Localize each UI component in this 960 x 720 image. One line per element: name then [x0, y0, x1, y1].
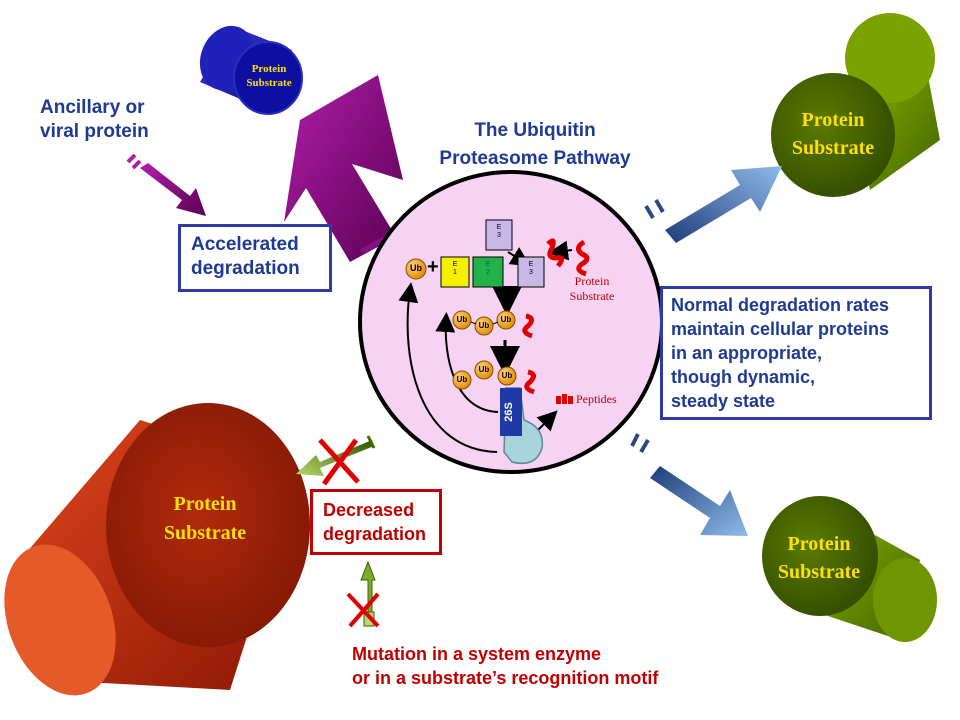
cell-substrate-line1: Protein: [574, 274, 610, 288]
e3-top-line2: 3: [497, 232, 501, 239]
mutation-label: Mutation in a system enzyme or in a subs…: [352, 642, 658, 690]
e2-label: E 2: [473, 261, 503, 277]
ancillary-arrow: [126, 153, 206, 216]
e1-line2: 1: [453, 269, 457, 276]
green-bottom-substrate-label: Protein Substrate: [756, 530, 882, 586]
green-substrate-cylinder-bottom: [762, 496, 937, 642]
green-substrate-cylinder-top: [771, 13, 940, 197]
red-substrate-label: Protein Substrate: [140, 490, 270, 548]
normal-line4: though dynamic,: [671, 367, 815, 387]
peptides-label: Peptides: [576, 392, 617, 406]
cell-substrate-line2: Substrate: [569, 289, 615, 303]
ancillary-line1: Ancillary or: [40, 97, 145, 118]
decreased-line1: Decreased: [323, 500, 415, 520]
ub-label: Ub: [478, 365, 490, 374]
e2-line1: E: [485, 261, 491, 268]
green-top-substrate-label: Protein Substrate: [770, 106, 896, 162]
ub-label: Ub: [478, 321, 490, 330]
blue-arrow-down-right: [630, 433, 748, 536]
proteasome-label: 26S: [503, 402, 515, 422]
green-top-line1: Protein: [801, 109, 865, 131]
pathway-title-line2: Proteasome Pathway: [439, 148, 631, 169]
pathway-title-line1: The Ubiquitin: [474, 120, 596, 141]
ancillary-label: Ancillary or viral protein: [40, 96, 149, 144]
ub-label: Ub: [456, 375, 468, 384]
e1-label: E 1: [441, 261, 469, 277]
e3-right-label: E 3: [518, 261, 544, 277]
ub-label: Ub: [410, 263, 422, 273]
green-top-line2: Substrate: [791, 137, 875, 159]
blue-substrate-line2: Substrate: [246, 77, 292, 89]
green-bottom-line1: Protein: [787, 533, 851, 555]
blue-substrate-line1: Protein: [251, 63, 287, 75]
plus-sign: +: [427, 256, 439, 278]
e3-top-line1: E: [496, 224, 502, 231]
red-line1: Protein: [173, 493, 237, 515]
e3-top-label: E 3: [486, 224, 512, 240]
e3-right-line2: 3: [529, 269, 533, 276]
blue-substrate-label: Protein Substrate: [238, 62, 300, 90]
normal-line5: steady state: [671, 391, 776, 411]
accelerated-line1: Accelerated: [191, 234, 299, 255]
normal-degradation-box: Normal degradation rates maintain cellul…: [660, 286, 932, 420]
blue-substrate-cylinder: [199, 25, 303, 115]
x-mark-icon: [318, 438, 360, 486]
normal-line2: maintain cellular proteins: [671, 319, 890, 339]
red-line2: Substrate: [163, 522, 247, 544]
ub-label: Ub: [456, 315, 468, 324]
pathway-title: The Ubiquitin Proteasome Pathway: [400, 117, 670, 173]
red-substrate-cylinder: [4, 403, 310, 696]
ancillary-line2: viral protein: [40, 121, 149, 142]
decreased-degradation-box: Decreased degradation: [310, 489, 442, 555]
blue-arrow-up-right: [644, 166, 782, 243]
e3-right-line1: E: [528, 261, 534, 268]
e1-line1: E: [452, 261, 458, 268]
pathway-inner: [398, 219, 590, 465]
ub-label: Ub: [501, 371, 513, 380]
mutation-line1: Mutation in a system enzyme: [352, 644, 602, 664]
normal-line1: Normal degradation rates: [671, 295, 890, 315]
accelerated-degradation-box: Accelerated degradation: [178, 224, 332, 292]
decreased-line2: degradation: [323, 524, 427, 544]
mutation-line2: or in a substrate’s recognition motif: [352, 668, 659, 688]
e2-line2: 2: [486, 269, 490, 276]
normal-line3: in an appropriate,: [671, 343, 823, 363]
accelerated-line2: degradation: [191, 258, 300, 279]
green-bottom-line2: Substrate: [777, 561, 861, 583]
cell-substrate-label: Protein Substrate: [552, 274, 632, 304]
x-mark-icon: [346, 592, 380, 628]
ub-label: Ub: [500, 315, 512, 324]
